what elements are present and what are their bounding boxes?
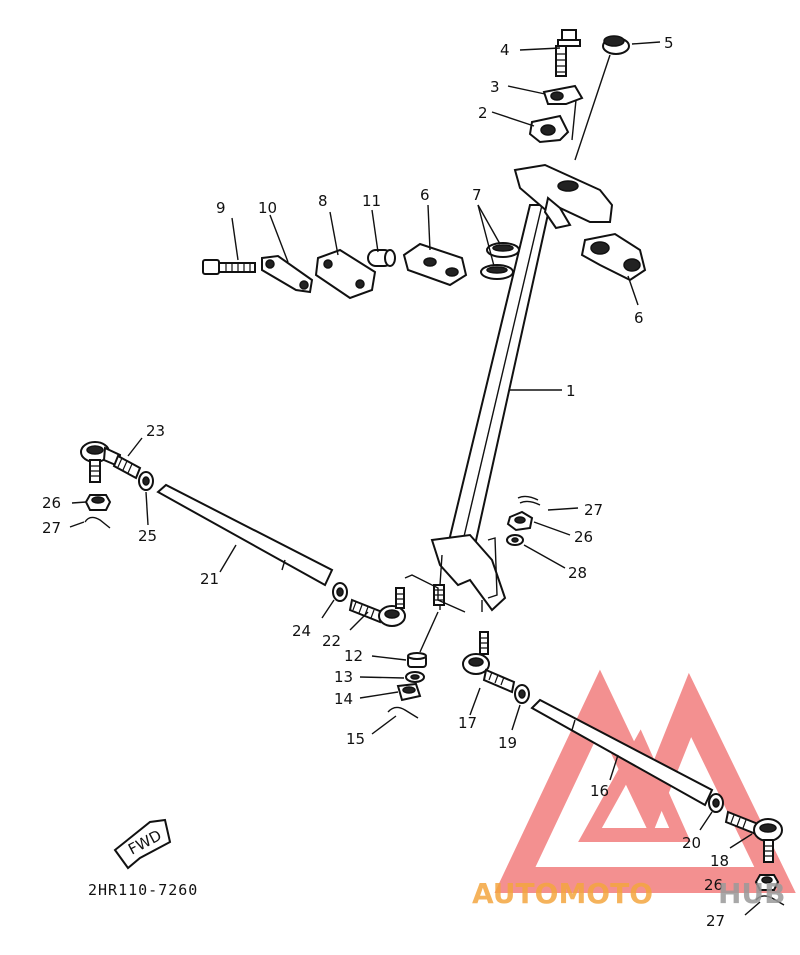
part-28-washer [506, 534, 524, 546]
callout-14: 14 [334, 690, 353, 708]
part-11-collar [367, 249, 396, 267]
part-23-tie-rod-end-left [80, 441, 142, 483]
callout-22: 22 [322, 632, 341, 650]
callout-18: 18 [710, 852, 729, 870]
callout-4: 4 [500, 41, 510, 59]
part-25-nut [138, 471, 154, 491]
part-22-tie-rod-end-inner [348, 587, 406, 627]
callout-2: 2 [478, 104, 488, 122]
part-18-tie-rod-end-outer [724, 810, 783, 863]
callout-labels: 4 5 3 2 9 10 8 11 6 7 6 1 23 26 27 25 21… [42, 34, 729, 930]
callout-11: 11 [362, 192, 381, 210]
part-16-tie-rod-right [530, 698, 714, 807]
part-10-washer-bracket [261, 254, 314, 294]
callout-24: 24 [292, 622, 311, 640]
leader-lines [69, 41, 761, 916]
callout-23: 23 [146, 422, 165, 440]
callout-19: 19 [498, 734, 517, 752]
watermark-part1: AUTOMOTO [472, 877, 653, 910]
callout-27-left: 27 [42, 519, 61, 537]
callout-6-left: 6 [420, 186, 430, 204]
part-5-cap [602, 35, 630, 55]
callout-3: 3 [490, 78, 500, 96]
part-26-nut-mid [506, 510, 534, 532]
callout-21: 21 [200, 570, 219, 588]
callout-27-right: 27 [706, 912, 725, 930]
part-6-left-clamp [402, 242, 468, 287]
callout-20: 20 [682, 834, 701, 852]
part-13-washer [405, 671, 425, 683]
part-code-label: 2HR110-7260 [88, 881, 198, 899]
callout-27-mid: 27 [584, 501, 603, 519]
callout-25: 25 [138, 527, 157, 545]
part-7-bushings [480, 242, 520, 280]
callout-10: 10 [258, 199, 277, 217]
callout-5: 5 [664, 34, 674, 52]
part-20-nut [708, 793, 724, 813]
part-17-tie-rod-end-inner-right [462, 631, 516, 694]
part-9-bolt [202, 259, 256, 275]
part-8-plate [314, 248, 377, 300]
callout-1: 1 [566, 382, 576, 400]
part-19-nut [514, 684, 530, 704]
part-27-cotter-pin-left [84, 516, 111, 529]
callout-28: 28 [568, 564, 587, 582]
part-12-collar [407, 652, 427, 668]
callout-26-right: 26 [704, 876, 723, 894]
callout-13: 13 [334, 668, 353, 686]
part-21-tie-rod-left [156, 483, 334, 587]
callout-8: 8 [318, 192, 328, 210]
callout-15: 15 [346, 730, 365, 748]
part-26-nut-right [754, 874, 780, 891]
part-2-holder [528, 114, 570, 144]
part-27-cotter-pin-right [755, 895, 785, 906]
callout-12: 12 [344, 647, 363, 665]
callout-6-right: 6 [634, 309, 644, 327]
callout-26-left: 26 [42, 494, 61, 512]
part-3-clamp [542, 84, 584, 105]
part-27-cotter-pin-mid [517, 495, 541, 506]
part-14-castle-nut [396, 682, 422, 702]
part-24-nut [332, 582, 348, 602]
watermark-part2: HUB [718, 877, 786, 910]
callout-7: 7 [472, 186, 482, 204]
callout-9: 9 [216, 199, 226, 217]
fwd-arrow: FWD [113, 818, 172, 870]
watermark-logo [494, 669, 796, 893]
part-26-nut-left [84, 494, 112, 511]
callout-17: 17 [458, 714, 477, 732]
callout-26-mid: 26 [574, 528, 593, 546]
callout-16: 16 [590, 782, 609, 800]
part-4-bolt [555, 29, 581, 77]
part-15-cotter-pin [387, 706, 419, 719]
steering-column [430, 54, 614, 612]
assembly-guide-lines [404, 537, 498, 653]
part-6-right-clamp [580, 232, 647, 282]
watermark-text: AUTOMOTO HUB [472, 877, 786, 910]
column-lower-stud [433, 584, 445, 606]
